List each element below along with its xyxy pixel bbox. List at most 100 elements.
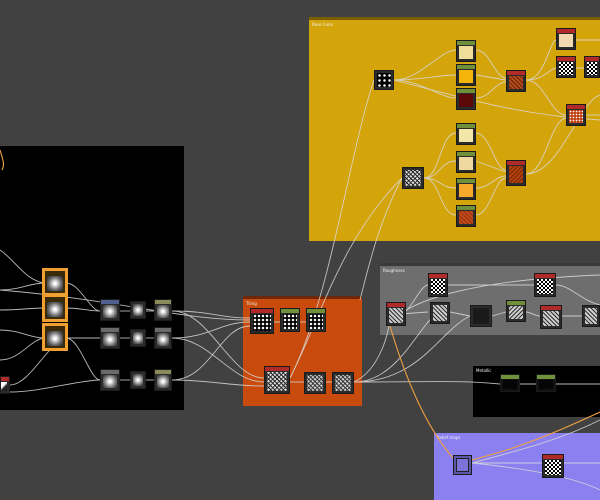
radial-gradient-icon xyxy=(47,302,63,317)
gradient-node[interactable] xyxy=(100,369,120,391)
radial-gradient-icon xyxy=(103,333,117,346)
gradient-node[interactable] xyxy=(100,299,120,321)
frame-roughness-title: Roughness xyxy=(383,268,405,273)
relief-input-node[interactable] xyxy=(453,455,472,475)
solid-color-icon xyxy=(503,380,517,389)
checker-node[interactable] xyxy=(584,56,600,78)
radial-gradient-icon xyxy=(133,374,143,386)
gradient-node[interactable] xyxy=(130,371,146,389)
dot-pattern-icon xyxy=(377,73,391,87)
solid-color-icon xyxy=(539,380,553,389)
checker-node[interactable] xyxy=(556,56,576,78)
radial-gradient-icon xyxy=(47,276,63,291)
checker-pattern-icon xyxy=(587,62,597,75)
noise-node[interactable] xyxy=(540,305,562,329)
radial-gradient-icon xyxy=(103,375,117,388)
noise-pattern-icon xyxy=(585,308,597,324)
color-node[interactable] xyxy=(456,151,476,173)
blend-node[interactable] xyxy=(506,160,526,186)
solid-color-icon xyxy=(459,46,473,59)
noise-node[interactable] xyxy=(386,302,406,326)
noise-pattern-icon xyxy=(335,375,351,391)
gradient-node[interactable] xyxy=(130,301,146,319)
noise-pattern-icon xyxy=(307,375,323,391)
dark-node[interactable] xyxy=(536,374,556,392)
noise-node[interactable] xyxy=(582,305,600,327)
noise-pattern-icon xyxy=(509,306,523,319)
noise-pattern-icon xyxy=(267,372,287,391)
solid-color-icon xyxy=(459,211,473,224)
solid-color-icon xyxy=(459,70,473,83)
dot-pattern-node[interactable] xyxy=(374,70,394,90)
linear-gradient-icon xyxy=(1,382,7,391)
gradient-node[interactable] xyxy=(42,323,68,351)
dark-node[interactable] xyxy=(500,374,520,392)
radial-gradient-icon xyxy=(47,331,63,346)
frame-tiling-title: Tiling xyxy=(246,301,257,306)
noise-pattern-icon xyxy=(405,170,421,186)
blend-icon xyxy=(569,110,583,123)
color-node[interactable] xyxy=(456,178,476,200)
radial-gradient-icon xyxy=(133,304,143,316)
tile-pattern-node[interactable] xyxy=(306,308,326,332)
checker-pattern-icon xyxy=(431,279,445,294)
dot-pattern-icon xyxy=(309,314,323,329)
gradient-node[interactable] xyxy=(0,376,10,394)
dot-pattern-icon xyxy=(283,314,297,329)
noise-node[interactable] xyxy=(506,300,526,322)
solid-color-icon xyxy=(473,308,489,324)
checker-pattern-icon xyxy=(537,279,553,294)
solid-color-icon xyxy=(559,34,573,47)
noise-node[interactable] xyxy=(430,302,450,324)
gradient-node[interactable] xyxy=(154,369,172,391)
gradient-node[interactable] xyxy=(130,329,146,347)
gradient-node[interactable] xyxy=(42,294,68,322)
solid-color-icon xyxy=(456,458,469,472)
gradient-node[interactable] xyxy=(42,268,68,296)
radial-gradient-icon xyxy=(103,305,117,318)
tile-pattern-node[interactable] xyxy=(280,308,300,332)
solid-color-icon xyxy=(459,157,473,170)
color-node[interactable] xyxy=(556,28,576,50)
gradient-node[interactable] xyxy=(100,327,120,349)
color-node[interactable] xyxy=(456,123,476,145)
solid-color-icon xyxy=(459,94,473,107)
checker-node[interactable] xyxy=(428,273,448,297)
noise-node[interactable] xyxy=(264,366,290,394)
blend-node[interactable] xyxy=(506,70,526,92)
checker-pattern-icon xyxy=(545,460,561,475)
color-node[interactable] xyxy=(456,205,476,227)
checker-node[interactable] xyxy=(534,273,556,297)
gradient-node[interactable] xyxy=(154,299,172,321)
gradient-node[interactable] xyxy=(154,327,172,349)
frame-relief-maps-title: Relief maps xyxy=(437,435,461,440)
frame-metallic-title: Metallic xyxy=(476,368,492,373)
noise-pattern-icon xyxy=(433,305,447,321)
radial-gradient-icon xyxy=(157,375,169,388)
radial-gradient-icon xyxy=(157,333,169,346)
color-node[interactable] xyxy=(456,64,476,86)
blend-node[interactable] xyxy=(566,104,586,126)
noise-pattern-icon xyxy=(389,308,403,323)
noise-node[interactable] xyxy=(402,167,424,189)
blend-icon xyxy=(509,76,523,89)
noise-pattern-icon xyxy=(543,311,559,326)
noise-node[interactable] xyxy=(332,372,354,394)
checker-pattern-icon xyxy=(559,62,573,75)
solid-color-icon xyxy=(459,184,473,197)
frame-base-color-title: Base Color xyxy=(312,22,334,27)
radial-gradient-icon xyxy=(133,332,143,344)
frame-base-color[interactable]: Base Color xyxy=(309,17,600,241)
noise-node[interactable] xyxy=(304,372,326,394)
tile-pattern-node[interactable] xyxy=(250,308,274,334)
checker-node[interactable] xyxy=(542,454,564,478)
blend-icon xyxy=(509,166,523,183)
dot-pattern-icon xyxy=(253,314,271,331)
color-node[interactable] xyxy=(456,40,476,62)
dark-node[interactable] xyxy=(470,305,492,327)
radial-gradient-icon xyxy=(157,305,169,318)
solid-color-icon xyxy=(459,129,473,142)
color-node[interactable] xyxy=(456,88,476,110)
